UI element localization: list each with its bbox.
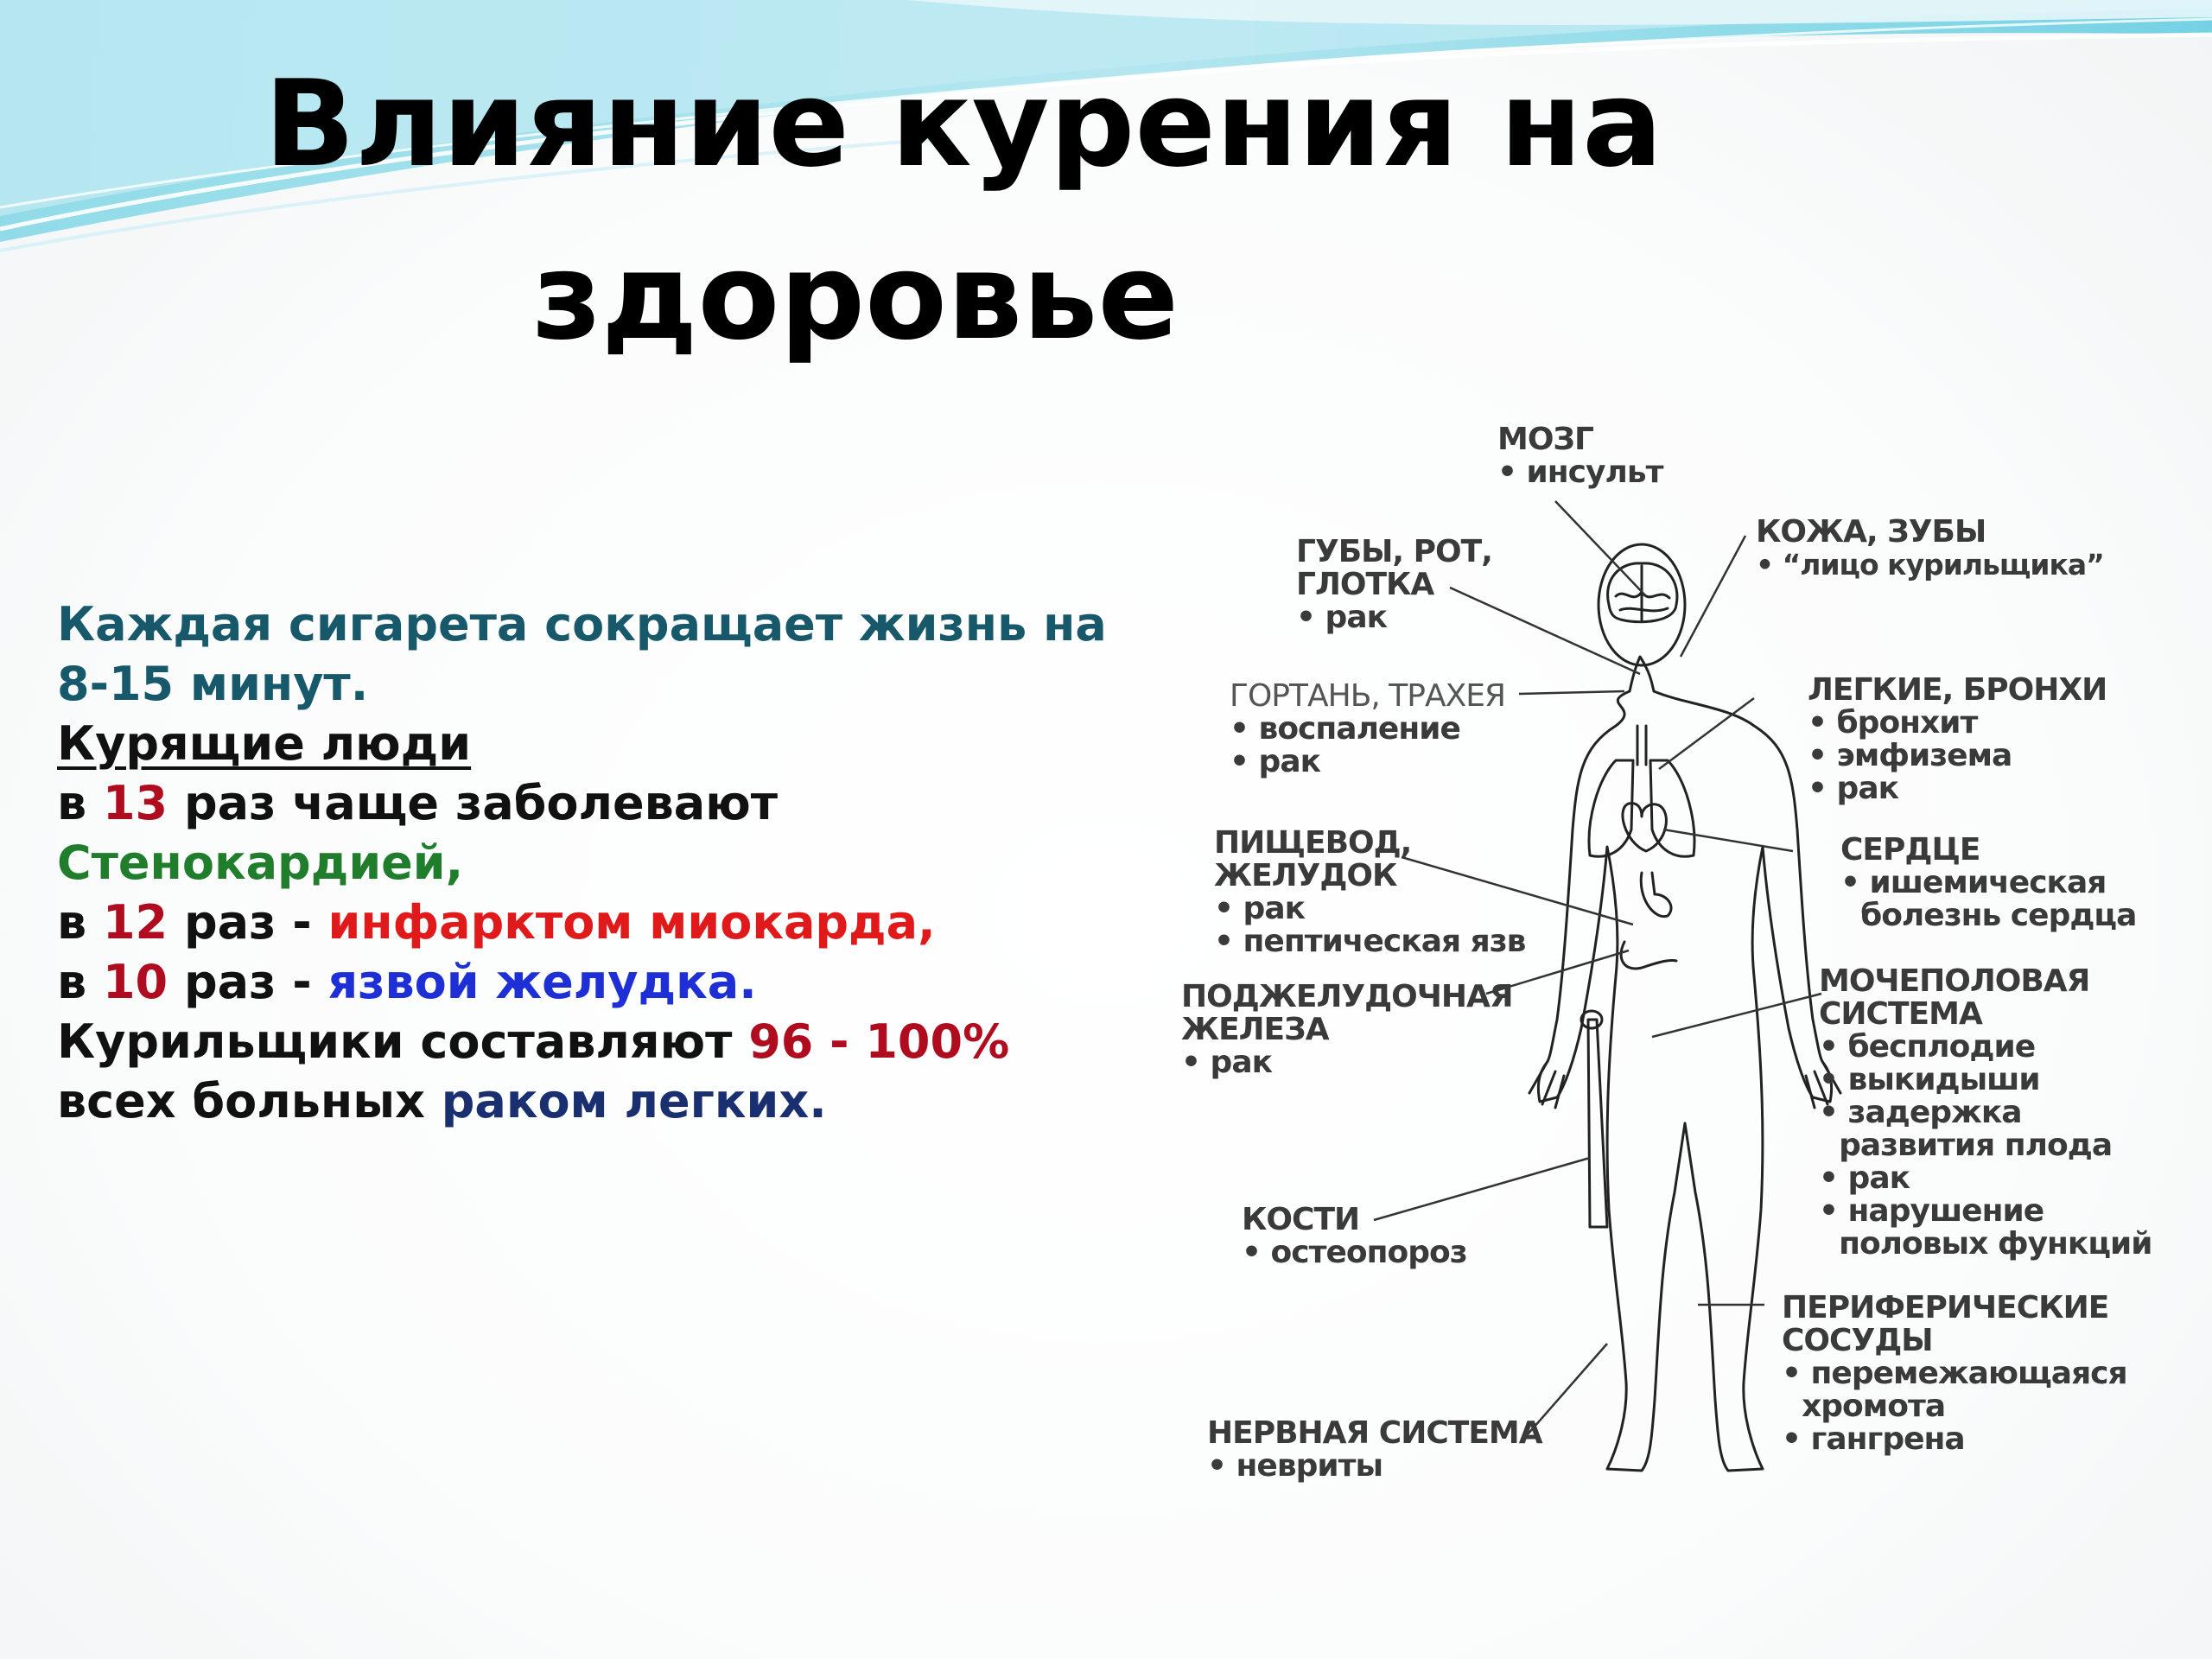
- fact-line-7-disease: язвой желудка.: [327, 955, 757, 1009]
- organ-label-esophagus: ПИЩЕВОД, ЖЕЛУДОК • рак • пептическая язв: [1214, 825, 1526, 959]
- page-title-line-1: Влияние курения на: [264, 54, 1663, 194]
- fact-line-6-num: 12: [102, 895, 168, 950]
- fact-line-9-disease: раком легких.: [441, 1074, 827, 1128]
- organ-label-heart: СЕРДЦЕ • ишемическая болезнь сердца: [1840, 832, 2137, 933]
- fact-line-7: в 10 раз - язвой желудка.: [57, 952, 1180, 1012]
- fact-line-9-pre: всех больных: [57, 1074, 442, 1128]
- fact-line-2: 8-15 минут.: [57, 657, 369, 711]
- fact-line-5: Стенокардией,: [57, 836, 464, 890]
- organ-label-lips: ГУБЫ, РОТ, ГЛОТКА • рак: [1296, 534, 1493, 635]
- page-title-line-2: здоровье: [531, 227, 1179, 366]
- fact-heading-smokers: Курящие люди: [57, 714, 1180, 773]
- fact-line-7-num: 10: [102, 955, 168, 1009]
- fact-line-4: в 13 раз чаще заболевают: [57, 773, 1180, 833]
- fact-line-6-pre: в: [57, 895, 103, 950]
- fact-line-9: всех больных раком легких.: [57, 1071, 1180, 1131]
- organ-label-larynx: ГОРТАНЬ, ТРАХЕЯ • воспаление • рак: [1230, 678, 1506, 779]
- fact-line-7-mid: раз -: [168, 955, 328, 1009]
- smokers-heading: Курящие люди: [57, 716, 472, 771]
- body-outline: [1373, 500, 1842, 1472]
- organ-label-urogenital: МОЧЕПОЛОВАЯ СИСТЕМА • бесплодие • выкиды…: [1819, 963, 2152, 1262]
- organ-label-brain: МОЗГ • инсульт: [1497, 422, 1663, 490]
- organ-label-pancreas: ПОДЖЕЛУДОЧНАЯ ЖЕЛЕЗА • рак: [1181, 979, 1514, 1080]
- organ-label-vessels: ПЕРИФЕРИЧЕСКИЕ СОСУДЫ • перемежающаяся х…: [1782, 1290, 2128, 1457]
- fact-line-6-mid: раз -: [168, 895, 328, 950]
- decorative-waves: [0, 0, 2212, 252]
- fact-line-4-pre: в: [57, 776, 103, 830]
- organ-label-nervous: НЕРВНАЯ СИСТЕМА • невриты: [1207, 1415, 1543, 1484]
- fact-line-7-pre: в: [57, 955, 103, 1009]
- fact-line-6: в 12 раз - инфарктом миокарда,: [57, 893, 1180, 952]
- body-diagram: [1158, 406, 2212, 1521]
- fact-line-6-disease: инфарктом миокарда,: [327, 895, 936, 950]
- fact-line-8-pre: Курильщики составляют: [57, 1014, 749, 1069]
- fact-line-1: Каждая сигарета сокращает жизнь на: [57, 597, 1107, 652]
- fact-line-8-pct: 96 - 100%: [748, 1014, 1010, 1069]
- fact-line-4-post: раз чаще заболевают: [168, 776, 779, 830]
- fact-line-8: Курильщики составляют 96 - 100%: [57, 1012, 1180, 1071]
- fact-line-4-num: 13: [102, 776, 168, 830]
- organ-label-skin: КОЖА, ЗУБЫ • “лицо курильщика”: [1756, 514, 2105, 582]
- organ-label-lungs: ЛЕГКИЕ, БРОНХИ • бронхит • эмфизема • ра…: [1808, 672, 2107, 806]
- facts-text-block: Каждая сигарета сокращает жизнь на 8-15 …: [57, 594, 1180, 1131]
- organ-label-bones: КОСТИ • остеопороз: [1242, 1202, 1468, 1270]
